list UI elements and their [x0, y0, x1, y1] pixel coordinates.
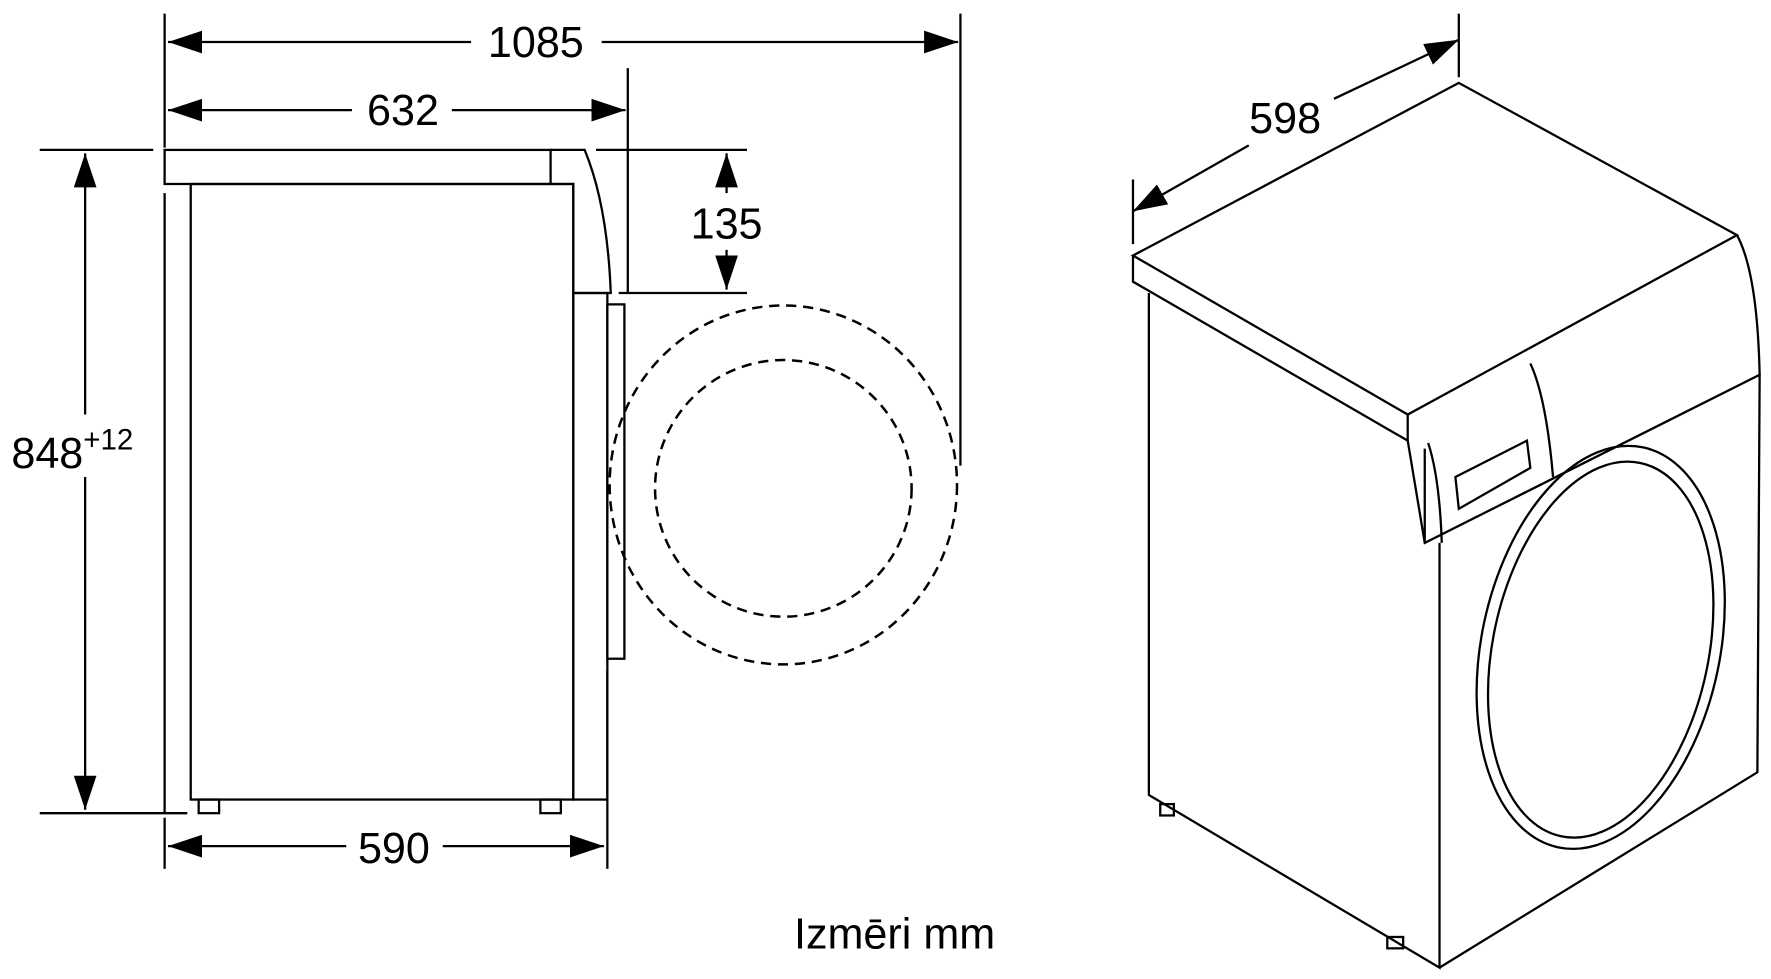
dim-848: 848+12: [11, 424, 133, 478]
dim-135: 135: [691, 200, 763, 248]
dimension-arrows: [73, 13, 1460, 858]
door-swing-inner: [653, 358, 913, 618]
door-inner: [1486, 460, 1715, 839]
door-outer: [1475, 444, 1726, 850]
dim-598: 598: [1249, 95, 1321, 143]
extension-lines: [39, 13, 962, 869]
door-swing-outer: [608, 304, 959, 666]
isometric-view: [1130, 81, 1761, 970]
side-view: [163, 148, 959, 815]
dim-590: 590: [358, 825, 430, 873]
caption: Izmēri mm: [794, 910, 995, 958]
dim-632: 632: [367, 87, 439, 135]
dim-1085: 1085: [488, 19, 584, 67]
